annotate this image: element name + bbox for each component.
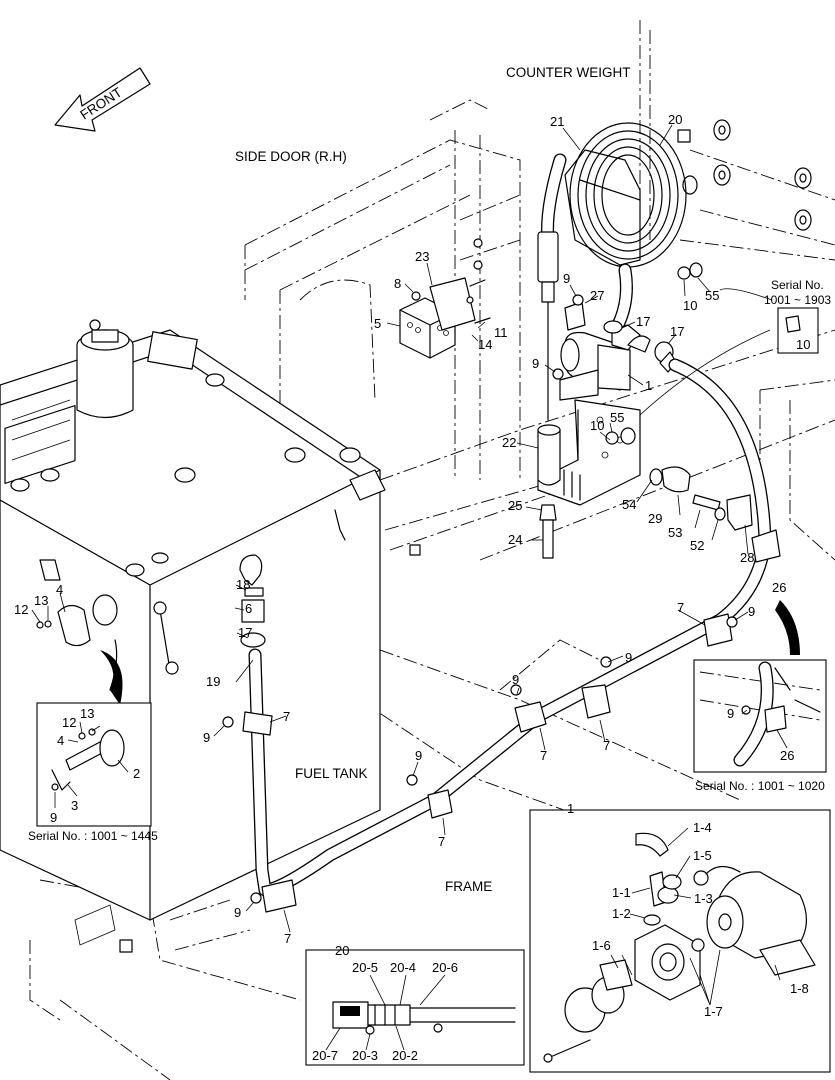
callout-24: 24 (508, 532, 522, 547)
callout-25: 25 (508, 498, 522, 513)
callout-10-box: 10 (796, 337, 810, 352)
clamp-inset: Serial No. : 1001 ~ 1020 (693, 659, 827, 793)
sender-inset: Serial No. : 1001 ~ 1445 (28, 702, 158, 843)
pump-callout-1-6: 1-6 (592, 938, 611, 953)
callout-12: 12 (14, 602, 28, 617)
callout-21: 21 (550, 114, 564, 129)
pump-callout-1-3: 1-3 (694, 891, 713, 906)
callout-7-right: 7 (677, 600, 684, 615)
callout-9-right: 9 (748, 604, 755, 619)
callout-9-bottom: 9 (234, 905, 241, 920)
callout-28: 28 (740, 550, 754, 565)
callout-23: 23 (415, 249, 429, 264)
hose-callout-20-4: 20-4 (390, 960, 416, 975)
callout-13: 13 (34, 593, 48, 608)
callout-1: 1 (645, 378, 652, 393)
serial-left-inset: Serial No. : 1001 ~ 1445 (28, 829, 158, 843)
hose-detail-inset: 20 (305, 943, 525, 1066)
pump-bracket (537, 399, 641, 559)
fuel-sender (36, 594, 123, 705)
structure-outline (29, 20, 835, 1080)
callout-53: 53 (668, 525, 682, 540)
callout-17-tank: 17 (238, 625, 252, 640)
hose-callout-20-2: 20-2 (392, 1048, 418, 1063)
front-arrow: FRONT (54, 67, 151, 132)
callout-19: 19 (206, 674, 220, 689)
callout-4: 4 (56, 582, 63, 597)
callout-7-tank: 7 (283, 709, 290, 724)
callout-29: 29 (648, 511, 662, 526)
callout-7-frame: 7 (540, 748, 547, 763)
callout-9-tank: 9 (203, 730, 210, 745)
hose-detail-title: 20 (335, 943, 349, 958)
pump-callout-1-7: 1-7 (704, 1004, 723, 1019)
inset-callout-4: 4 (57, 733, 64, 748)
pump-callout-1-4: 1-4 (693, 820, 712, 835)
callout-8: 8 (394, 276, 401, 291)
fuel-filter (76, 319, 134, 419)
pump-callout-1-5: 1-5 (693, 848, 712, 863)
callout-55-mid: 55 (610, 410, 624, 425)
frame-label: FRAME (445, 879, 492, 894)
callout-17-pump: 17 (636, 314, 650, 329)
serial-arrow (719, 288, 773, 301)
callout-9-pump: 9 (532, 356, 539, 371)
fuel-pump-assembly (559, 301, 674, 401)
fittings (552, 262, 819, 531)
pump-detail-inset: 1 (529, 801, 831, 1073)
right-inset-callout-26: 26 (780, 748, 794, 763)
right-inset-callout-9: 9 (727, 706, 734, 721)
serial-top-right-title: Serial No. (771, 278, 824, 292)
callout-arrow-55 (639, 329, 771, 416)
callout-11: 11 (494, 325, 508, 340)
pump-callout-1-1: 1-1 (612, 885, 631, 900)
callout-6: 6 (245, 601, 252, 616)
callout-18: 18 (236, 577, 250, 592)
pump-detail-title: 1 (567, 801, 574, 816)
callout-7-mid: 7 (603, 738, 610, 753)
fuel-hose (222, 358, 781, 913)
callout-10-mid: 10 (590, 418, 604, 433)
hose-callout-20-5: 20-5 (352, 960, 378, 975)
inset-callout-2: 2 (133, 766, 140, 781)
callout-5: 5 (374, 316, 381, 331)
callout-9-mid: 9 (625, 650, 632, 665)
hose-callout-20-6: 20-6 (432, 960, 458, 975)
callout-17-hose: 17 (670, 324, 684, 339)
side-door-label: SIDE DOOR (R.H) (235, 149, 347, 164)
callout-20: 20 (668, 112, 682, 127)
callout-9-lower: 9 (415, 748, 422, 763)
callout-22: 22 (502, 435, 516, 450)
leader-lines (31, 124, 788, 1051)
counterweight-bolts (677, 119, 812, 231)
inset-callout-13: 13 (80, 706, 94, 721)
hose-reel (537, 122, 687, 421)
callout-54: 54 (622, 497, 636, 512)
callout-52: 52 (690, 538, 704, 553)
callout-7-bottom: 7 (284, 931, 291, 946)
callout-14: 14 (478, 337, 492, 352)
callout-9-top: 9 (563, 271, 570, 286)
inset-callout-3: 3 (71, 798, 78, 813)
callout-numbers: 21 20 23 8 5 11 14 9 27 17 17 10 55 10 S… (14, 112, 831, 1063)
inset-arrow-right (775, 600, 800, 655)
serial-right-inset: Serial No. : 1001 ~ 1020 (695, 779, 825, 793)
fuel-tank-label: FUEL TANK (295, 766, 368, 781)
callout-10-top: 10 (683, 298, 697, 313)
inset-callout-9: 9 (50, 810, 57, 825)
callout-26: 26 (772, 580, 786, 595)
callout-7-lower: 7 (438, 834, 445, 849)
counter-weight-label: COUNTER WEIGHT (506, 65, 631, 80)
callout-27: 27 (590, 288, 604, 303)
pump-callout-1-8: 1-8 (790, 981, 809, 996)
pump-callout-1-2: 1-2 (612, 906, 631, 921)
relay-box (399, 238, 491, 359)
serial-top-right-range: 1001 ~ 1903 (764, 293, 831, 307)
hose-callout-20-3: 20-3 (352, 1048, 378, 1063)
inset-callout-12: 12 (62, 715, 76, 730)
hose-callout-20-7: 20-7 (312, 1048, 338, 1063)
callout-55-top: 55 (705, 288, 719, 303)
callout-9-frame: 9 (512, 672, 519, 687)
